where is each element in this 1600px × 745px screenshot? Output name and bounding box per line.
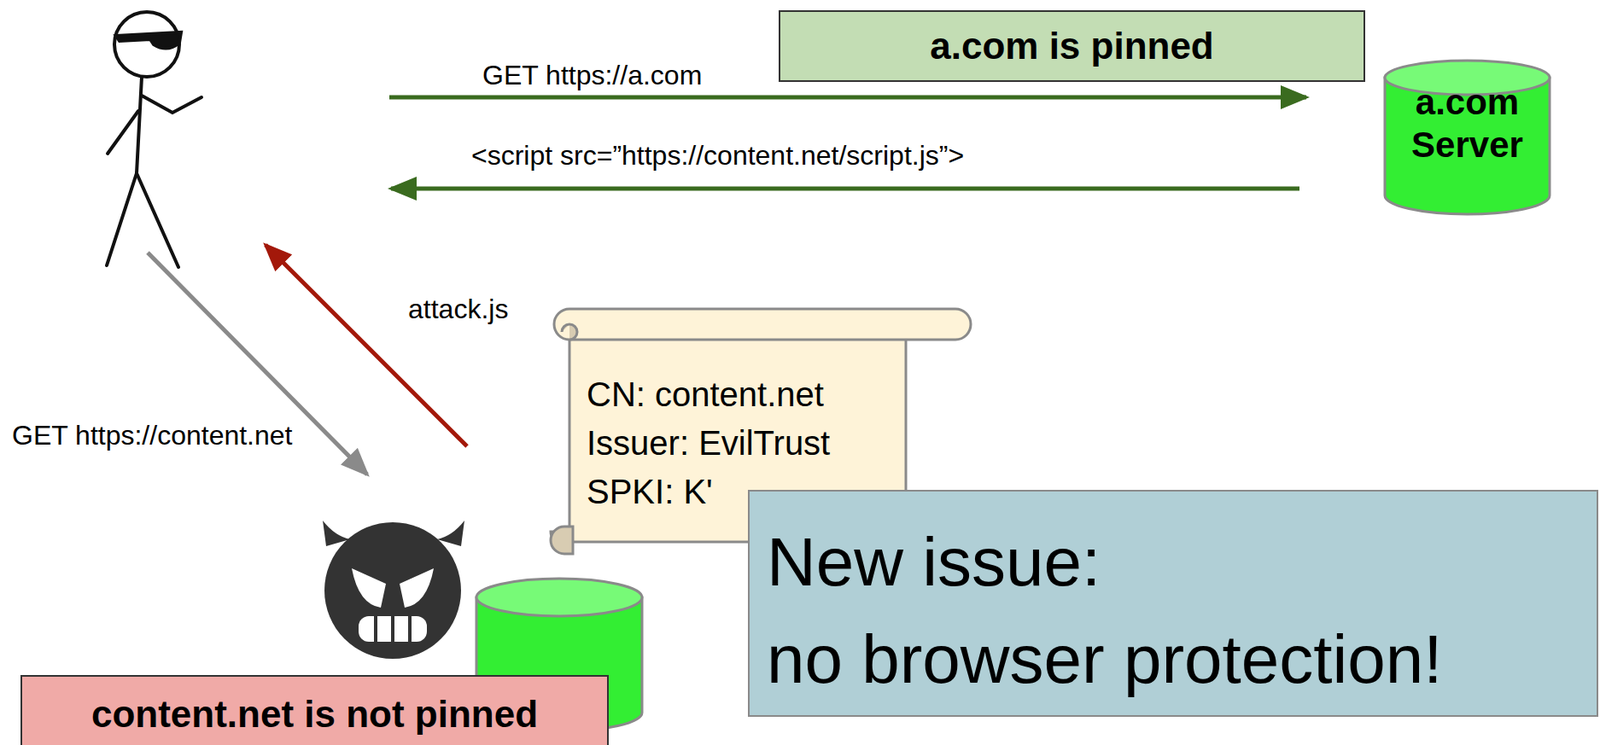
arrow-label: GET https://content.net (10, 419, 294, 452)
node-text: New issue: (766, 513, 1101, 612)
node-text: CN: content.net (586, 370, 824, 420)
node-text: a.com Server (1393, 81, 1542, 167)
pin-status-box: a.com is pinned (778, 10, 1366, 82)
pin-status-box: content.net is not pinned (20, 675, 609, 745)
attacker-icon (322, 520, 465, 660)
node-text: SPKI: K' (586, 467, 713, 517)
response-arrow (391, 186, 1300, 192)
request-arrow (389, 95, 1307, 100)
node-text: a.com is pinned (929, 23, 1215, 69)
server-cylinder: a.com Server (1383, 58, 1552, 215)
node-text: content.net is not pinned (91, 692, 538, 737)
node-text: Issuer: EvilTrust (586, 419, 830, 468)
arrow-label: GET https://a.com (480, 58, 704, 92)
arrow-label: attack.js (406, 292, 510, 326)
arrow-label: <script src=”https://content.net/script.… (469, 139, 966, 172)
node-text: no browser protection! (766, 611, 1443, 709)
user-figure (106, 11, 202, 268)
attack-arrow (265, 245, 468, 447)
note-box: New issue:no browser protection! (747, 490, 1599, 718)
